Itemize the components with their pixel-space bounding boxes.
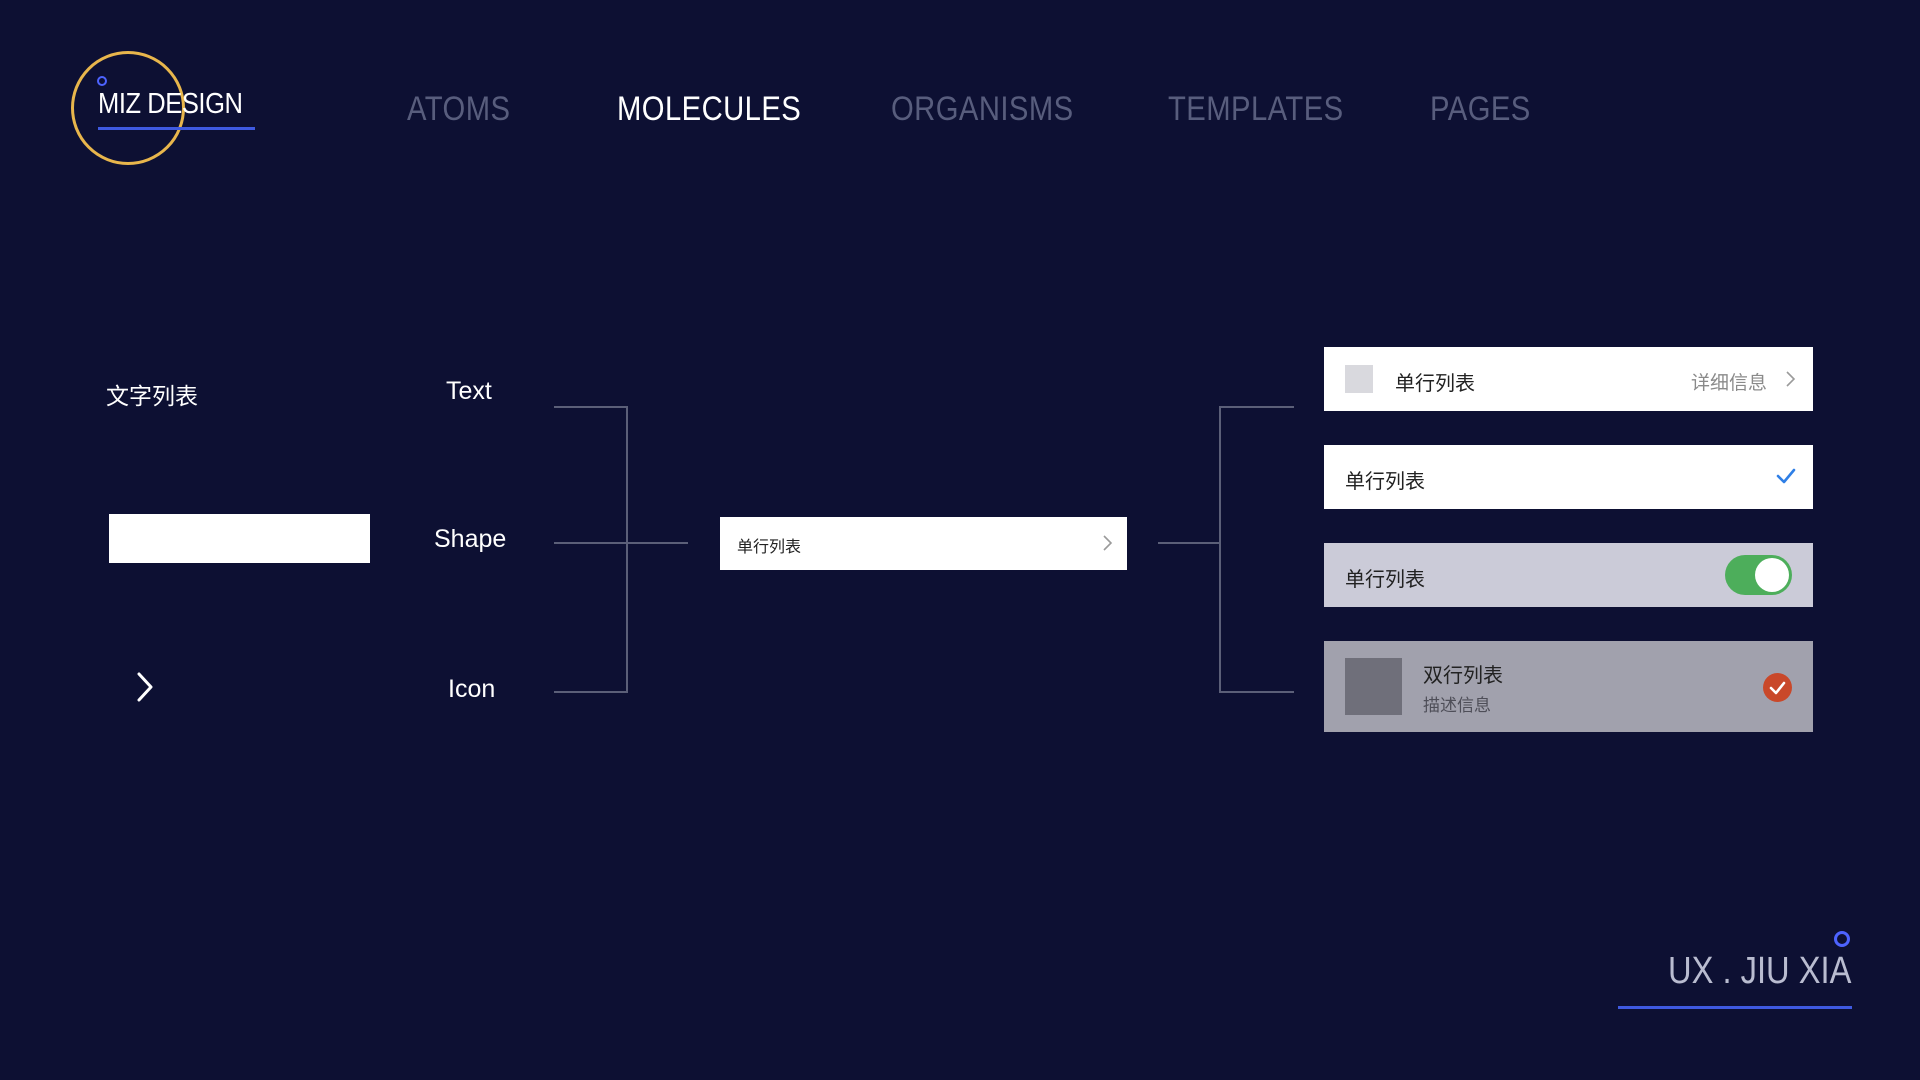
logo-ring — [71, 51, 185, 165]
label-icon: Icon — [448, 675, 496, 703]
check-icon — [1775, 467, 1797, 489]
footer-dot-icon — [1834, 931, 1850, 947]
list-row-check[interactable]: 单行列表 — [1324, 445, 1813, 509]
nav-atoms[interactable]: ATOMS — [407, 90, 511, 128]
label-text: Text — [446, 377, 492, 405]
row-subtitle: 描述信息 — [1423, 696, 1491, 716]
list-row-detail[interactable]: 单行列表 详细信息 — [1324, 347, 1813, 411]
thumbnail-placeholder — [1345, 365, 1373, 393]
section-title: 文字列表 — [106, 384, 198, 410]
shape-sample — [109, 514, 370, 563]
footer-underline — [1618, 1006, 1852, 1009]
label-shape: Shape — [434, 525, 507, 553]
thumbnail-placeholder — [1345, 658, 1402, 715]
logo-dot-icon — [97, 76, 107, 86]
logo-underline — [98, 127, 255, 130]
chevron-right-icon — [134, 671, 156, 707]
row-label: 单行列表 — [1345, 469, 1425, 493]
row-title: 双行列表 — [1423, 663, 1503, 687]
molecule-list-row[interactable]: 单行列表 — [720, 517, 1127, 570]
connector-variants — [1219, 406, 1294, 693]
nav-templates[interactable]: TEMPLATES — [1168, 90, 1344, 128]
row-label: 单行列表 — [1345, 567, 1425, 591]
toggle-knob — [1755, 558, 1789, 592]
row-label: 单行列表 — [1395, 371, 1475, 395]
chevron-right-icon — [1101, 534, 1113, 556]
toggle-switch[interactable] — [1725, 555, 1792, 595]
list-row-toggle: 单行列表 — [1324, 543, 1813, 607]
nav-pages[interactable]: PAGES — [1430, 90, 1531, 128]
row-detail-text: 详细信息 — [1690, 372, 1767, 394]
molecule-row-label: 单行列表 — [737, 537, 802, 556]
connector-text — [554, 406, 628, 693]
footer-signature: UX . JIU XIA — [1668, 950, 1852, 992]
logo-text: MIZ DESIGN — [98, 88, 243, 120]
chevron-right-icon — [1784, 370, 1796, 392]
list-row-two-line[interactable]: 双行列表 描述信息 — [1324, 641, 1813, 732]
nav-organisms[interactable]: ORGANISMS — [891, 90, 1074, 128]
check-circle-icon — [1763, 673, 1792, 702]
nav-molecules[interactable]: MOLECULES — [617, 90, 802, 128]
